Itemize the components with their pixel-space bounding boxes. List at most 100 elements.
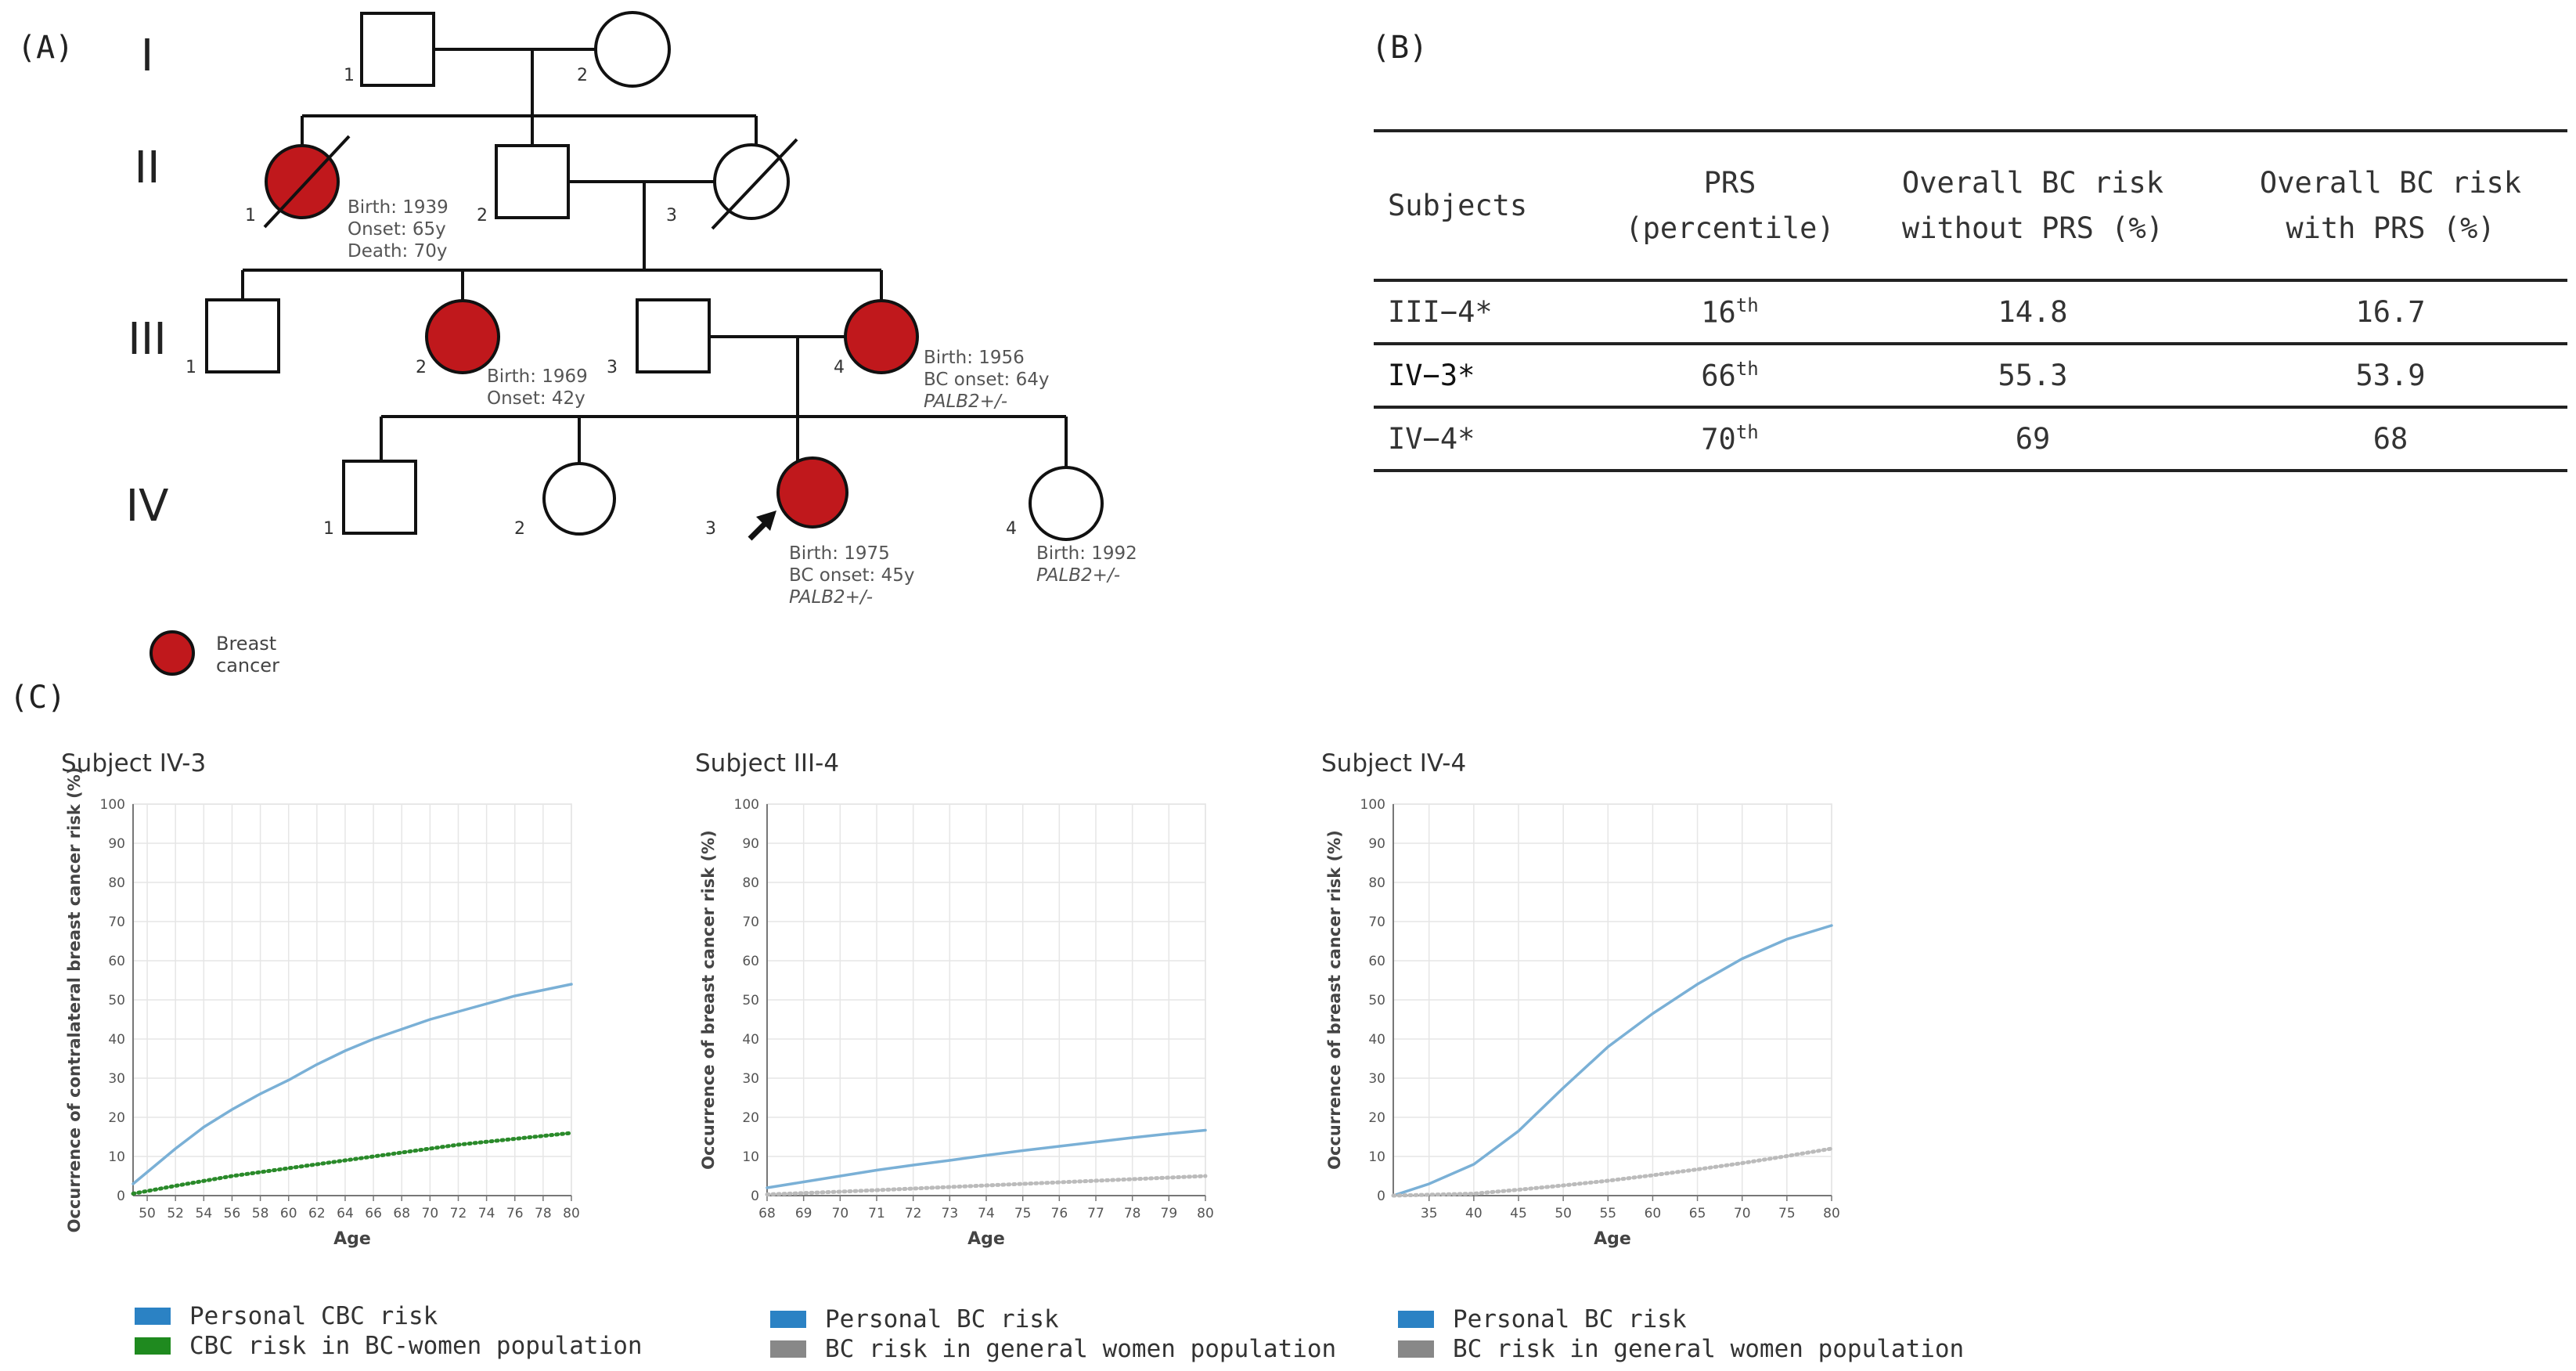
header-subjects: Subjects xyxy=(1388,188,1528,222)
legend-item: CBC risk in BC-women population xyxy=(135,1331,643,1361)
male-II2 xyxy=(495,144,570,219)
proband-arrow-icon xyxy=(748,511,776,541)
affected-female-III2 xyxy=(425,299,500,374)
series-line xyxy=(131,1131,574,1196)
x-axis-label: Age xyxy=(333,1229,371,1249)
male-III3 xyxy=(636,298,711,373)
y-tick-label: 80 xyxy=(1368,875,1385,891)
legend-item: Personal BC risk xyxy=(770,1304,1336,1334)
y-tick-label: 30 xyxy=(1368,1071,1385,1087)
legend-chart-IV-3: Personal CBC risk CBC risk in BC-women p… xyxy=(135,1301,643,1361)
note-III2-onset: Onset: 42y xyxy=(487,388,585,409)
id-number: 3 xyxy=(666,206,677,225)
note-II1-birth: Birth: 1939 xyxy=(348,197,449,218)
x-tick-label: 80 xyxy=(1197,1206,1214,1221)
x-tick-label: 70 xyxy=(422,1206,439,1221)
y-tick-label: 60 xyxy=(742,954,759,969)
id-number: 2 xyxy=(514,519,525,539)
y-tick-label: 100 xyxy=(1360,797,1385,813)
series-line xyxy=(1391,1146,1834,1198)
x-tick-label: 71 xyxy=(868,1206,885,1221)
note-IV4-birth: Birth: 1992 xyxy=(1036,543,1137,564)
note-II1-death: Death: 70y xyxy=(348,241,448,262)
male-I1 xyxy=(360,12,435,87)
x-tick-label: 70 xyxy=(1734,1206,1751,1221)
y-tick-label: 30 xyxy=(742,1071,759,1087)
x-tick-label: 54 xyxy=(196,1206,213,1221)
y-tick-label: 90 xyxy=(742,836,759,852)
x-tick-label: 76 xyxy=(1051,1206,1068,1221)
note-IV3-birth: Birth: 1975 xyxy=(789,543,890,564)
x-tick-label: 72 xyxy=(450,1206,467,1221)
x-tick-label: 68 xyxy=(758,1206,776,1221)
x-tick-label: 65 xyxy=(1689,1206,1706,1221)
cell-subject: IV−3* xyxy=(1388,359,1475,392)
y-tick-label: 40 xyxy=(1368,1032,1385,1048)
x-tick-label: 69 xyxy=(795,1206,812,1221)
y-tick-label: 20 xyxy=(742,1110,759,1126)
legend-chart-IV-4: Personal BC risk BC risk in general wome… xyxy=(1398,1304,1964,1364)
y-axis-label: Occurrence of breast cancer risk (%) xyxy=(699,830,718,1170)
id-number: 2 xyxy=(577,66,588,85)
header-risk-with-prs: Overall BC risk with PRS (%) xyxy=(2259,165,2522,245)
series-line xyxy=(132,983,573,1185)
legend-swatch xyxy=(1398,1311,1434,1328)
id-number: 1 xyxy=(186,358,196,377)
note-III4-genotype: PALB2+/- xyxy=(924,391,1007,412)
legend-item: Personal BC risk xyxy=(1398,1304,1964,1334)
header-prs: PRS (percentile) xyxy=(1625,165,1835,245)
x-axis-label: Age xyxy=(967,1229,1005,1249)
legend-swatch xyxy=(770,1311,806,1328)
id-number: 2 xyxy=(477,206,488,225)
x-tick-label: 76 xyxy=(506,1206,524,1221)
cell-risk-without: 55.3 xyxy=(1998,359,2068,392)
table-row: IV−4* 70th 69 68 xyxy=(1374,407,2567,471)
y-tick-label: 70 xyxy=(742,915,759,930)
legend-chart-III-4: Personal BC risk BC risk in general wome… xyxy=(770,1304,1336,1364)
y-tick-label: 40 xyxy=(742,1032,759,1048)
male-III1 xyxy=(205,298,280,373)
affected-female-III4 xyxy=(844,299,919,374)
x-tick-label: 80 xyxy=(563,1206,580,1221)
legend-label-line1: Breast xyxy=(216,633,276,655)
y-axis-label: Occurrence of contralateral breast cance… xyxy=(65,767,84,1233)
x-tick-label: 40 xyxy=(1465,1206,1483,1221)
y-tick-label: 80 xyxy=(742,875,759,891)
y-tick-label: 30 xyxy=(108,1071,125,1087)
y-tick-label: 100 xyxy=(734,797,759,813)
y-tick-label: 20 xyxy=(108,1110,125,1126)
y-tick-label: 40 xyxy=(108,1032,125,1048)
id-number: 2 xyxy=(416,358,427,377)
generation-label-III: III xyxy=(128,314,167,365)
note-IV4-genotype: PALB2+/- xyxy=(1036,565,1120,586)
x-tick-label: 62 xyxy=(308,1206,326,1221)
x-tick-label: 79 xyxy=(1161,1206,1178,1221)
x-tick-label: 80 xyxy=(1823,1206,1840,1221)
y-tick-label: 60 xyxy=(108,954,125,969)
y-tick-label: 10 xyxy=(1368,1149,1385,1165)
cell-risk-with: 16.7 xyxy=(2355,295,2426,329)
y-tick-label: 0 xyxy=(117,1189,125,1204)
x-tick-label: 73 xyxy=(942,1206,959,1221)
female-IV2 xyxy=(542,462,616,536)
affected-female-IV3-proband xyxy=(776,456,848,529)
generation-label-IV: IV xyxy=(126,481,169,532)
x-tick-label: 64 xyxy=(337,1206,354,1221)
series-line xyxy=(766,1128,1207,1189)
y-tick-label: 0 xyxy=(751,1189,759,1204)
panel-label-a: (A) xyxy=(17,30,74,66)
id-number: 4 xyxy=(834,358,845,377)
x-tick-label: 66 xyxy=(365,1206,382,1221)
y-tick-label: 10 xyxy=(108,1149,125,1165)
table-header-row: Subjects PRS (percentile) Overall BC ris… xyxy=(1374,131,2567,280)
id-number: 1 xyxy=(245,206,256,225)
x-tick-label: 60 xyxy=(1645,1206,1662,1221)
series-line xyxy=(765,1174,1208,1196)
x-tick-label: 45 xyxy=(1510,1206,1527,1221)
x-tick-label: 78 xyxy=(535,1206,552,1221)
cell-risk-without: 14.8 xyxy=(1998,295,2068,329)
series-line xyxy=(1392,924,1833,1197)
deceased-mark-II3 xyxy=(711,138,798,230)
x-tick-label: 68 xyxy=(393,1206,410,1221)
